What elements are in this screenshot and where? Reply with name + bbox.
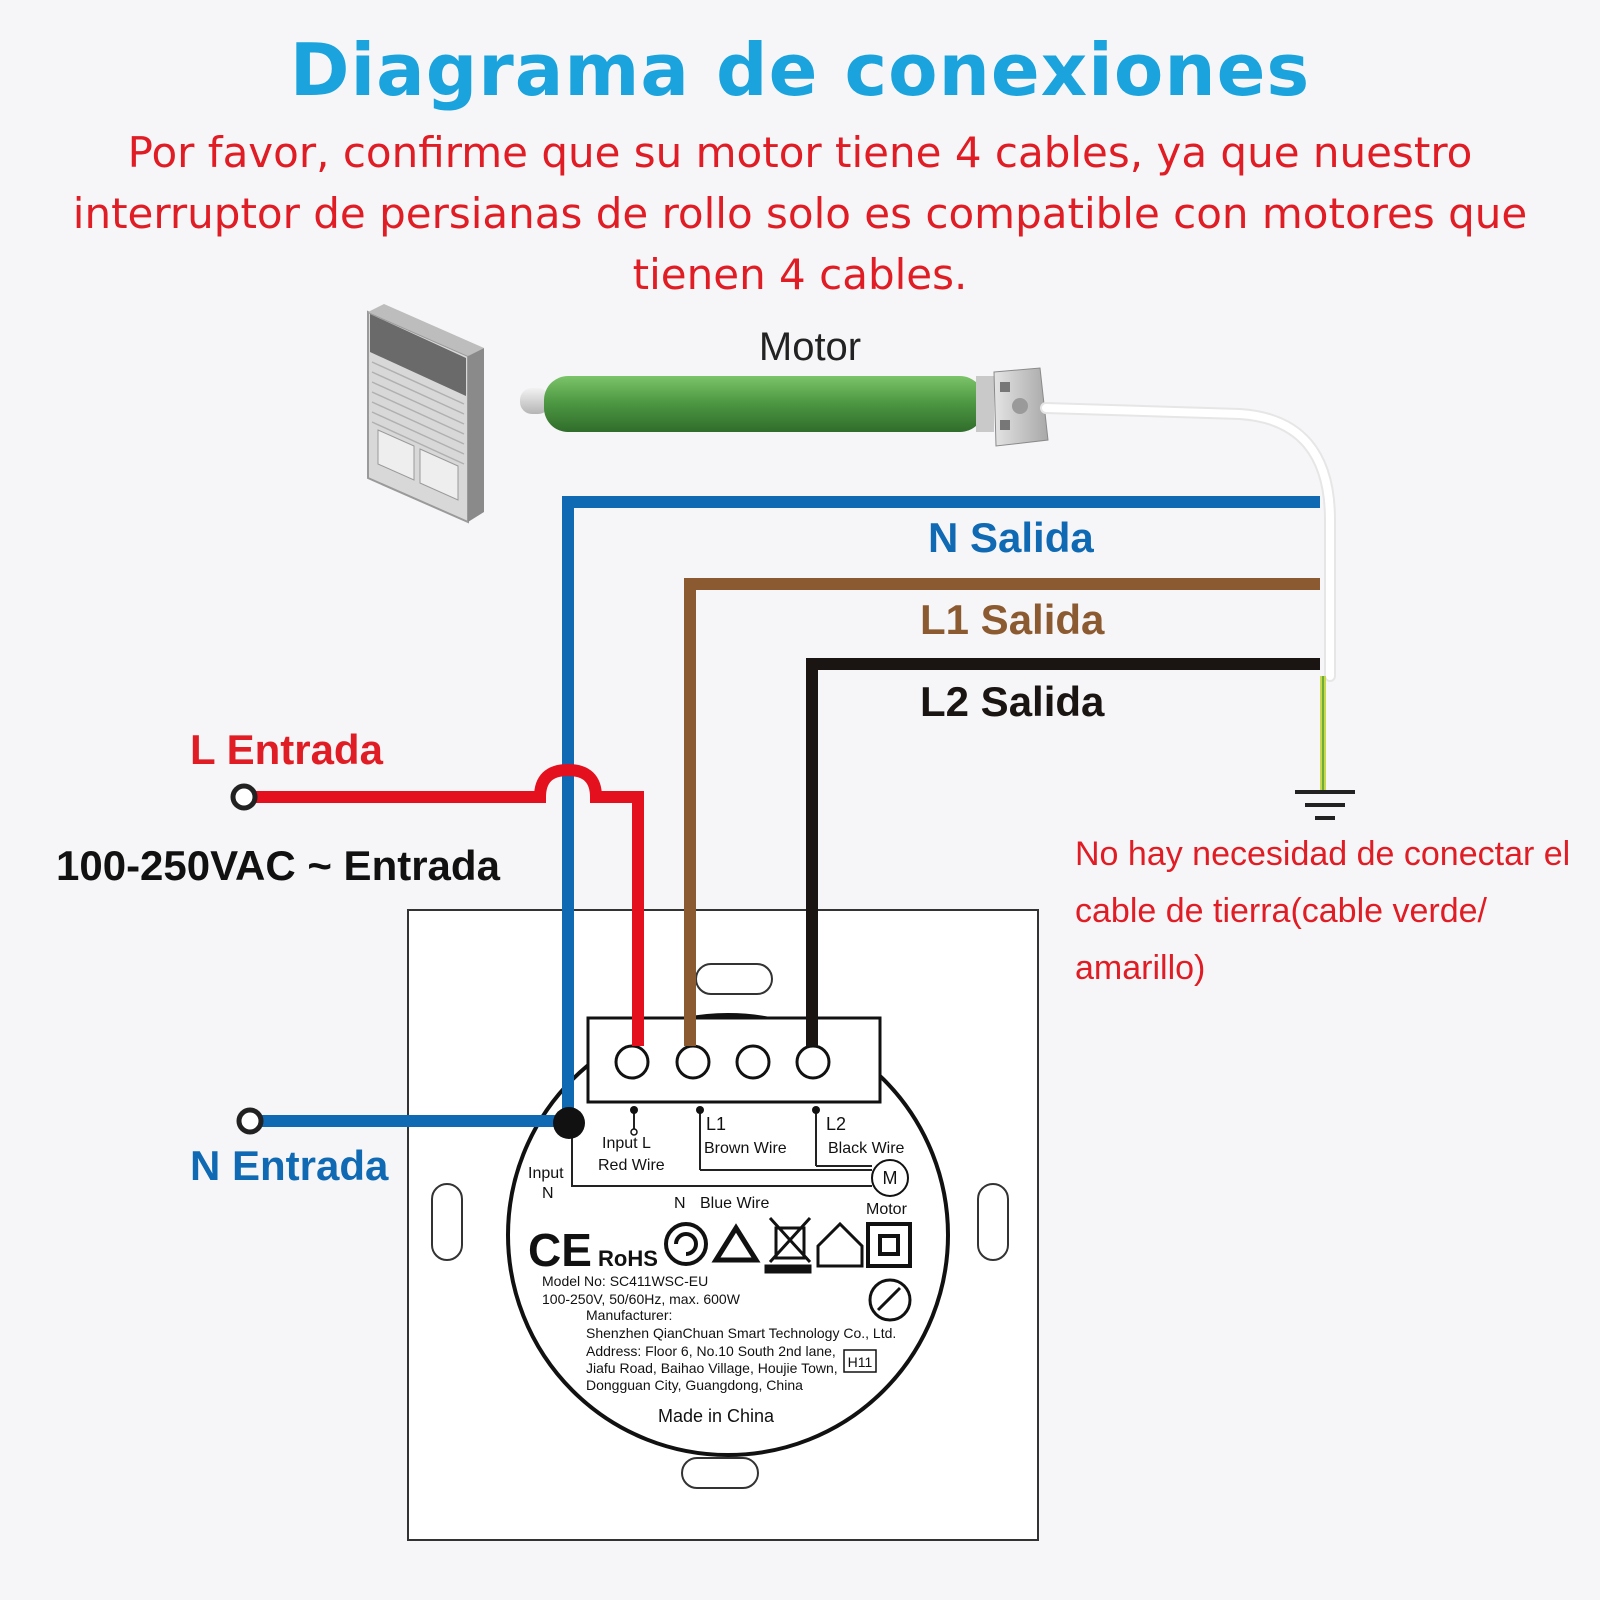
h11-label: H11 <box>848 1354 873 1370</box>
label-red-wire: Red Wire <box>598 1157 665 1174</box>
ground-wire-note: No hay necesidad de conectar el cable de… <box>1075 835 1571 987</box>
switch-module <box>506 1013 950 1457</box>
label-n-blue: N <box>674 1195 686 1212</box>
label-n: N <box>542 1185 554 1202</box>
label-input: Input <box>528 1165 564 1182</box>
n-input-terminal <box>236 1107 264 1135</box>
motor-label: Motor <box>759 325 861 369</box>
label-l2: L2 <box>826 1114 846 1134</box>
label-brown-wire: Brown Wire <box>704 1140 787 1157</box>
indoor-use-icon <box>816 1221 864 1268</box>
double-insulation-icon <box>866 1222 912 1268</box>
mounting-slot-icons <box>431 963 1009 1489</box>
n-junction <box>553 1107 585 1139</box>
tubular-motor-illustration <box>520 367 1049 447</box>
n-input-label: N Entrada <box>190 1142 389 1189</box>
recycle-icon <box>664 1222 708 1266</box>
recycling-triangle-icon <box>711 1223 761 1263</box>
power-rating: 100-250V, 50/60Hz, max. 600W <box>542 1291 741 1307</box>
address-line-2: Jiafu Road, Baihao Village, Houjie Town, <box>586 1360 838 1376</box>
manufacturer-label: Manufacturer: <box>586 1307 672 1323</box>
l2-output-wire <box>806 658 1320 1046</box>
page-title: Diagrama de conexiones <box>289 28 1311 112</box>
h11-badge <box>843 1349 877 1373</box>
manufacturer-name: Shenzhen QianChuan Smart Technology Co.,… <box>586 1325 896 1341</box>
l-input-label: L Entrada <box>190 726 384 773</box>
model-number: Model No: SC411WSC-EU <box>542 1273 708 1289</box>
motor-symbol-letter: M <box>883 1168 898 1188</box>
waste-disposal-icon <box>868 1278 912 1322</box>
l1-output-wire <box>684 578 1320 1046</box>
weee-bin-icon <box>764 1216 812 1274</box>
ce-mark: CE <box>528 1224 592 1276</box>
ground-symbol-icon <box>1295 790 1355 820</box>
roller-shutter-illustration <box>367 304 484 524</box>
l1-output-label: L1 Salida <box>920 596 1105 643</box>
motor-symbol-icon <box>871 1159 909 1197</box>
label-black-wire: Black Wire <box>828 1140 905 1157</box>
label-blue-wire: Blue Wire <box>700 1195 769 1212</box>
made-in-china: Made in China <box>658 1406 775 1426</box>
l2-output-label: L2 Salida <box>920 678 1105 725</box>
l-input-wire <box>246 763 644 1046</box>
address-line-1: Address: Floor 6, No.10 South 2nd lane, <box>586 1343 836 1359</box>
n-output-wire <box>562 496 1320 1118</box>
compatibility-warning: Por favor, confirme que su motor tiene 4… <box>72 128 1528 299</box>
label-motor: Motor <box>866 1201 908 1218</box>
voltage-input-label: 100-250VAC ~ Entrada <box>56 842 501 889</box>
label-l1: L1 <box>706 1114 726 1134</box>
address-line-3: Dongguan City, Guangdong, China <box>586 1377 803 1393</box>
rohs-mark: RoHS <box>598 1246 658 1271</box>
l-input-terminal <box>230 783 258 811</box>
n-output-label: N Salida <box>928 514 1094 561</box>
label-input-l: Input L <box>602 1135 651 1152</box>
